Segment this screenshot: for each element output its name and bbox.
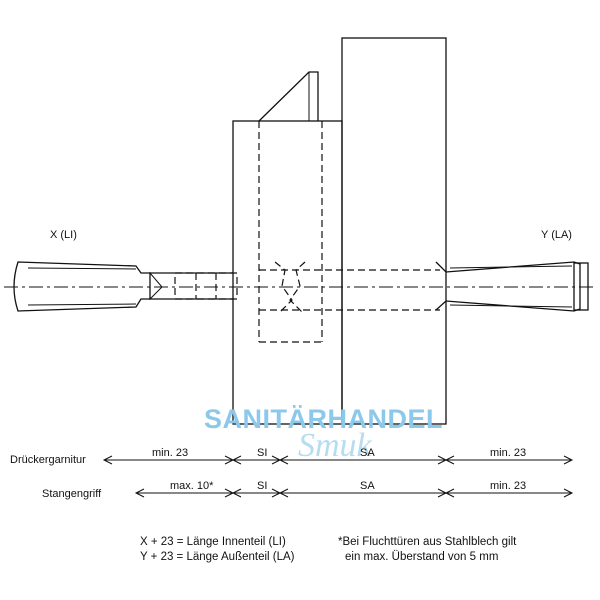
dim-row2-seg4: min. 23 xyxy=(490,480,526,492)
dim-row1-seg3: SA xyxy=(360,447,375,459)
watermark-line1: SANITÄRHANDEL xyxy=(204,404,443,434)
door-leaf-outline xyxy=(341,37,447,425)
dim-row1-seg2: SI xyxy=(257,447,267,459)
left-spindle xyxy=(13,261,163,312)
dim-row2-seg2: SI xyxy=(257,480,267,492)
label-y-side: Y (LA) xyxy=(541,229,572,241)
dim-row2-seg1: max. 10* xyxy=(170,480,214,492)
hidden-lines xyxy=(174,121,440,343)
formula-li: X + 23 = Länge Innenteil (LI) xyxy=(140,536,286,548)
dim-row2-seg3: SA xyxy=(360,480,375,492)
dim-row2-label: Stangengriff xyxy=(42,488,102,500)
top-angled-plate xyxy=(258,71,319,122)
footnote-line2: ein max. Überstand von 5 mm xyxy=(345,551,498,563)
footnote-line1: *Bei Fluchttüren aus Stahlblech gilt xyxy=(338,536,517,548)
dim-row1-line xyxy=(102,455,574,465)
inner-block-outline xyxy=(232,120,343,425)
formula-la: Y + 23 = Länge Außenteil (LA) xyxy=(140,551,295,563)
watermark-line2: Smuk xyxy=(298,427,373,464)
dim-row1-seg4: min. 23 xyxy=(490,447,526,459)
dim-row1-seg1: min. 23 xyxy=(152,447,188,459)
dim-row2-line xyxy=(134,488,574,498)
dim-row1-label: Drückergarnitur xyxy=(10,454,86,466)
label-x-side: X (LI) xyxy=(50,229,77,241)
